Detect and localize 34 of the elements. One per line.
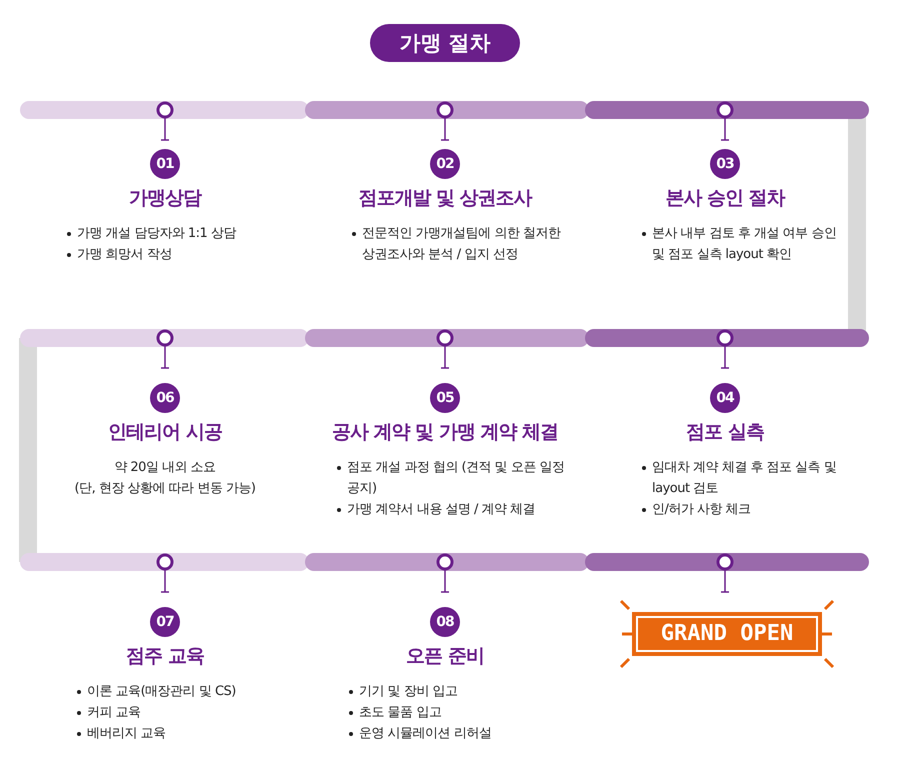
step-number-badge: 01 — [150, 149, 180, 179]
step-number-badge: 02 — [430, 149, 460, 179]
note-text: (단, 현장 상황에 따라 변동 가능) — [74, 480, 256, 498]
step-heading: 점주 교육 — [126, 644, 204, 669]
bullet-item: 초도 물품 입고 — [347, 702, 589, 723]
step-number-badge: 06 — [150, 383, 180, 413]
step-heading: 공사 계약 및 가맹 계약 체결 — [332, 420, 558, 445]
bullet-item: 전문적인 가맹개설팀에 의한 철저한 상권조사와 분석 / 입지 선정 — [350, 223, 567, 265]
step-number-badge: 03 — [710, 149, 740, 179]
grand-open-sign: GRAND OPEN — [632, 612, 822, 656]
step-number-badge: 08 — [430, 607, 460, 637]
step-heading: 가맹상담 — [129, 186, 201, 211]
title-pill: 가맹 절차 — [370, 24, 520, 62]
bullet-item: 가맹 희망서 작성 — [65, 244, 307, 265]
bullet-item: 이론 교육(매장관리 및 CS) — [75, 681, 317, 702]
note-text: 약 20일 내외 소요 — [114, 459, 216, 477]
step-heading: 점포 실측 — [686, 420, 764, 445]
step-heading: 본사 승인 절차 — [665, 186, 785, 211]
step-number-badge: 07 — [150, 607, 180, 637]
step-heading: 점포개발 및 상권조사 — [358, 186, 532, 211]
bullet-item: 기기 및 장비 입고 — [347, 681, 589, 702]
bullet-item: 인/허가 사항 체크 — [640, 499, 852, 520]
bullet-item: 운영 시뮬레이션 리허설 — [347, 723, 589, 744]
step-number-badge: 05 — [430, 383, 460, 413]
bullet-item: 가맹 개설 담당자와 1:1 상담 — [65, 223, 307, 244]
bullet-item: 베버리지 교육 — [75, 723, 317, 744]
bullet-item: 커피 교육 — [75, 702, 317, 723]
bullet-item: 가맹 계약서 내용 설명 / 계약 체결 — [335, 499, 577, 520]
step-number-badge: 04 — [710, 383, 740, 413]
step-heading: 오픈 준비 — [406, 644, 484, 669]
bullet-item: 점포 개설 과정 협의 (견적 및 오픈 일정 공지) — [335, 457, 577, 499]
bullet-item: 본사 내부 검토 후 개설 여부 승인 및 점포 실측 layout 확인 — [640, 223, 842, 265]
step-heading: 인테리어 시공 — [108, 420, 222, 445]
bullet-item: 임대차 계약 체결 후 점포 실측 및 layout 검토 — [640, 457, 852, 499]
